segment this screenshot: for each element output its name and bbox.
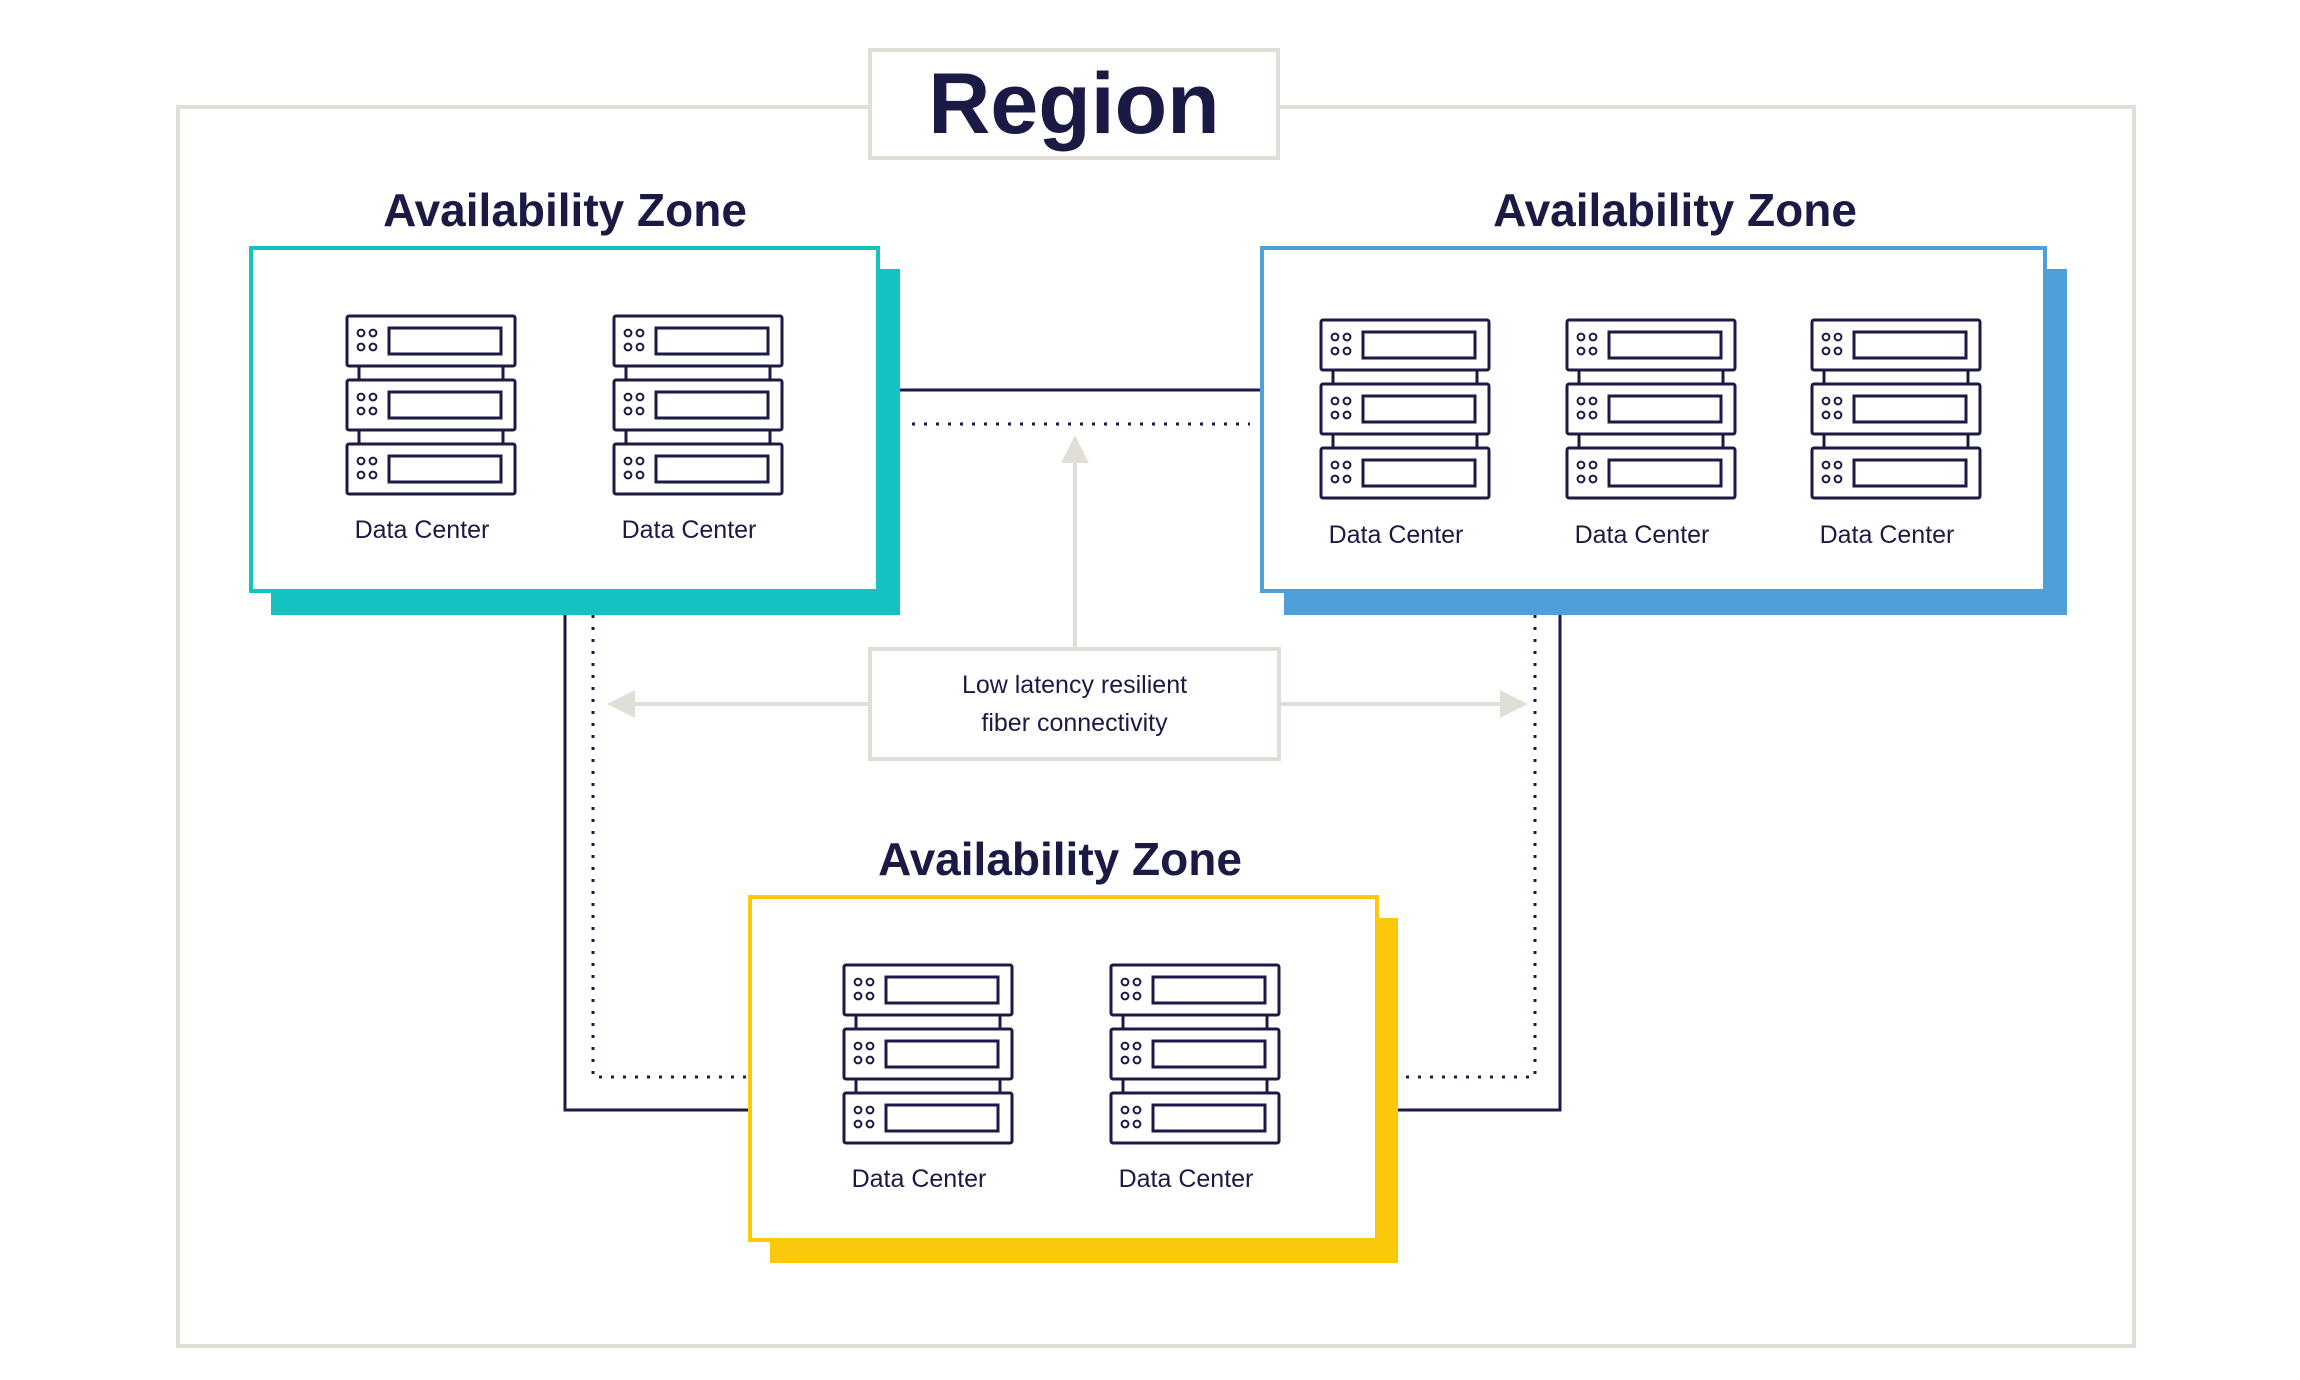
server-rack-icon — [345, 314, 517, 496]
zone-1-title: Availability Zone — [383, 184, 747, 236]
connectivity-note: Low latency resilient fiber connectivity — [868, 647, 1281, 761]
server-rack-icon — [1565, 318, 1737, 500]
server-rack-icon — [1109, 963, 1281, 1145]
note-line-1: Low latency resilient — [961, 671, 1188, 699]
data-center-label: Data Center — [355, 516, 490, 544]
solid-link-left — [563, 615, 750, 1112]
dotted-link-right — [1392, 615, 1537, 1079]
data-center: Data Center — [1810, 318, 1982, 549]
data-center-label: Data Center — [622, 516, 757, 544]
data-center: Data Center — [1319, 318, 1491, 549]
zone-1-box — [249, 246, 880, 593]
region-title: Region — [868, 48, 1280, 160]
data-center-label: Data Center — [1820, 521, 1955, 549]
zone-3-title: Availability Zone — [878, 833, 1242, 885]
server-rack-icon — [1810, 318, 1982, 500]
data-center-label: Data Center — [1575, 521, 1710, 549]
solid-link-right — [1392, 615, 1562, 1112]
server-rack-icon — [612, 314, 784, 496]
zone-2-title: Availability Zone — [1493, 184, 1857, 236]
server-rack-icon — [842, 963, 1014, 1145]
data-center-label: Data Center — [1119, 1165, 1254, 1193]
dotted-link-left — [591, 615, 750, 1079]
data-center: Data Center — [612, 314, 784, 544]
note-line-2: fiber connectivity — [981, 709, 1168, 737]
data-center-label: Data Center — [1329, 521, 1464, 549]
data-center: Data Center — [345, 314, 517, 544]
data-center-label: Data Center — [852, 1165, 987, 1193]
data-center: Data Center — [1109, 963, 1281, 1193]
data-center: Data Center — [1565, 318, 1737, 549]
server-rack-icon — [1319, 318, 1491, 500]
data-center: Data Center — [842, 963, 1014, 1193]
